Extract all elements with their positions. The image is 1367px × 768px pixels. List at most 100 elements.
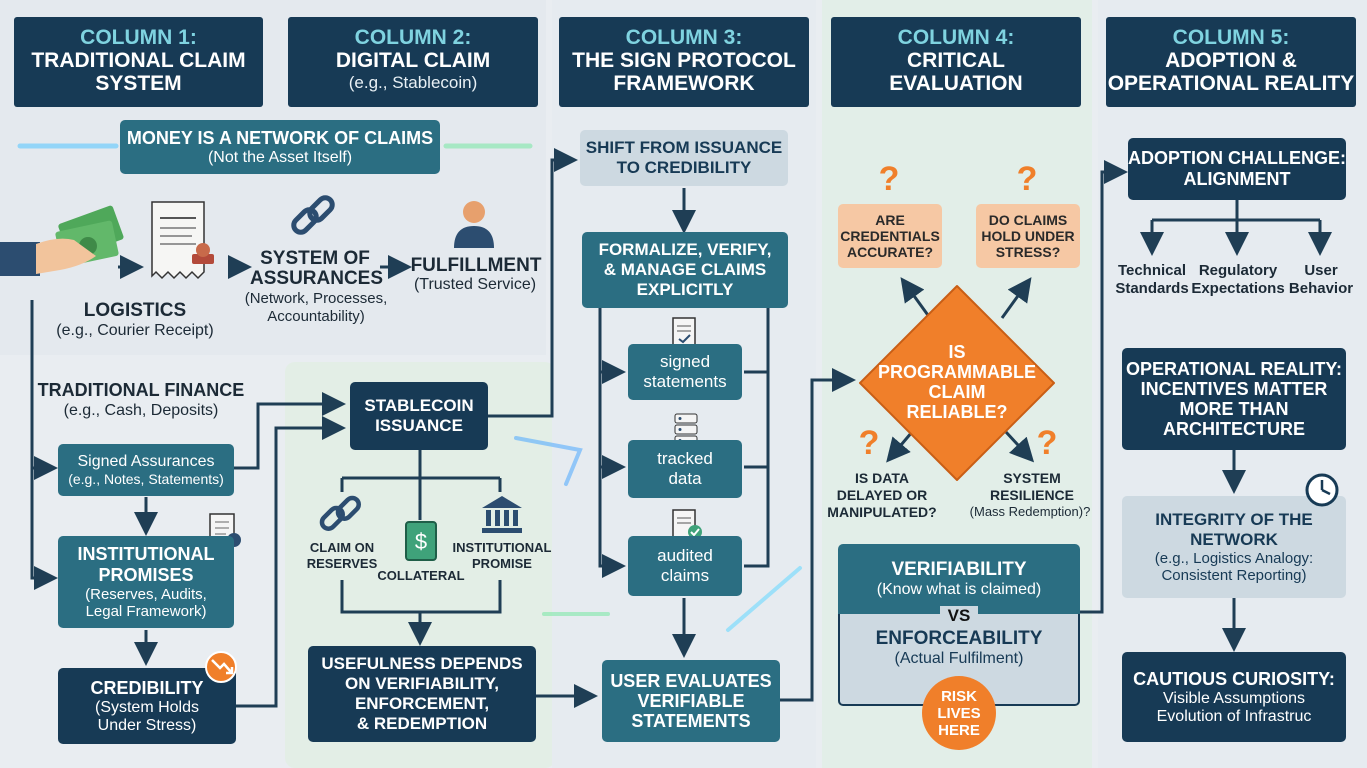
verifiability-subtitle: (Know what is claimed) [876, 581, 1042, 598]
column-4-title-line2: EVALUATION [889, 72, 1023, 95]
cautious-line1: CAUTIOUS CURIOSITY: [1133, 668, 1335, 689]
institutional-promises-title-line1: INSTITUTIONAL [77, 544, 215, 564]
institutional-promises-title-line2: PROMISES [98, 565, 194, 585]
q-resilience-line1: SYSTEM [1003, 470, 1061, 486]
assurance-title-line1: SYSTEM OF [260, 248, 370, 269]
q-credentials-line1: ARE [875, 212, 905, 228]
column-1-header: COLUMN 1: TRADITIONAL CLAIM SYSTEM [14, 17, 263, 107]
fulfillment-subtitle: (Trusted Service) [413, 276, 537, 293]
network-of-claims-banner: MONEY IS A NETWORK OF CLAIMS (Not the As… [120, 120, 440, 174]
enforceability-subtitle: (Actual Fulfilment) [894, 650, 1024, 667]
traditional-finance-subtitle: (e.g., Cash, Deposits) [63, 402, 219, 419]
technical-line1: Technical [1117, 262, 1187, 279]
credibility-subtitle-line1: (System Holds [94, 698, 200, 716]
risk-line2: LIVES [937, 704, 981, 722]
integrity-line2: NETWORK [1190, 530, 1278, 549]
column-2-header: COLUMN 2: DIGITAL CLAIM (e.g., Stablecoi… [288, 17, 538, 107]
q-resilience-line3: (Mass Redemption)? [969, 504, 1091, 519]
integrity-box: INTEGRITY OF THE NETWORK (e.g., Logistic… [1122, 496, 1346, 598]
column-3-number: COLUMN 3: [625, 26, 743, 49]
column-5-header: COLUMN 5: ADOPTION & OPERATIONAL REALITY [1106, 17, 1356, 107]
column-2-subtitle: (e.g., Stablecoin) [348, 73, 478, 92]
risk-line3: HERE [938, 721, 980, 739]
integrity-line1: INTEGRITY OF THE [1155, 510, 1313, 529]
integrity-line4: Consistent Reporting) [1161, 567, 1307, 584]
adoption-line2: ALIGNMENT [1183, 169, 1291, 189]
signed-statements-line1: signed [659, 352, 711, 371]
institutional-promises-box: INSTITUTIONAL PROMISES (Reserves, Audits… [58, 536, 234, 628]
tracked-data-line2: data [668, 469, 702, 488]
column-2-number: COLUMN 2: [354, 26, 472, 49]
stablecoin-issuance-box: STABLECOIN ISSUANCE [350, 382, 488, 450]
column-5-title-line2: OPERATIONAL REALITY [1107, 72, 1355, 95]
shift-box: SHIFT FROM ISSUANCE TO CREDIBILITY [580, 130, 788, 186]
regulatory-line1: Regulatory [1198, 262, 1278, 279]
user-evaluates-line3: STATEMENTS [631, 711, 751, 731]
diamond-line4: RELIABLE? [906, 402, 1008, 422]
column-4-number: COLUMN 4: [897, 26, 1015, 49]
signed-assurances-title: Signed Assurances [77, 453, 215, 470]
user-evaluates-line2: VERIFIABLE [637, 691, 745, 711]
verifiability-title: VERIFIABILITY [891, 559, 1027, 580]
column-4-header: COLUMN 4: CRITICAL EVALUATION [831, 17, 1081, 107]
question-mark-3: ? [858, 424, 880, 462]
tracked-data-line1: tracked [657, 449, 713, 468]
verifiability-box: VERIFIABILITY (Know what is claimed) [838, 544, 1080, 614]
signed-statements-box[interactable]: signed statements [628, 344, 742, 400]
column-3-title-line2: FRAMEWORK [613, 72, 755, 95]
adoption-challenge-box: ADOPTION CHALLENGE: ALIGNMENT [1128, 138, 1346, 200]
clock-icon [1305, 473, 1339, 507]
hand-cash-icon [0, 205, 124, 276]
technical-line2: Standards [1115, 280, 1189, 297]
formalize-line3: EXPLICITLY [636, 280, 734, 299]
q-data-line1: IS DATA [855, 470, 909, 486]
logistics-subtitle: (e.g., Courier Receipt) [56, 322, 214, 339]
credibility-title: CREDIBILITY [90, 677, 204, 698]
dollar-bill-icon: $ [405, 521, 437, 561]
cautious-line2: Visible Assumptions [1163, 689, 1305, 707]
banner-title: MONEY IS A NETWORK OF CLAIMS [126, 127, 434, 148]
user-behavior-line2: Behavior [1288, 280, 1354, 297]
op-line4: ARCHITECTURE [1163, 419, 1305, 439]
audited-claims-line1: audited [657, 546, 713, 565]
tracked-data-box[interactable]: tracked data [628, 440, 742, 498]
q-stress-line2: HOLD UNDER [981, 228, 1075, 244]
risk-lives-here-badge: RISK LIVES HERE [922, 676, 996, 750]
institutional-promise-line1: INSTITUTIONAL [452, 540, 552, 555]
signed-assurances-subtitle: (e.g., Notes, Statements) [68, 471, 224, 487]
claim-on-reserves-line1: CLAIM ON [309, 540, 375, 555]
signed-assurances-box: Signed Assurances (e.g., Notes, Statemen… [58, 444, 234, 496]
receipt-stamp-icon [151, 201, 214, 280]
traditional-finance-title: TRADITIONAL FINANCE [37, 380, 245, 400]
usefulness-line1: USEFULNESS DEPENDS [321, 654, 523, 673]
usefulness-line4: & REDEMPTION [356, 714, 488, 733]
formalize-box: FORMALIZE, VERIFY, & MANAGE CLAIMS EXPLI… [582, 232, 788, 308]
audited-claims-line2: claims [660, 566, 710, 585]
column-1-title-line2: SYSTEM [95, 72, 182, 95]
vs-label: VS [940, 606, 978, 626]
op-line3: MORE THAN [1179, 399, 1289, 419]
enforceability-title: ENFORCEABILITY [875, 628, 1043, 649]
adoption-line1: ADOPTION CHALLENGE: [1128, 148, 1346, 168]
institutional-promises-subtitle-line2: Legal Framework) [85, 603, 207, 620]
formalize-line1: FORMALIZE, VERIFY, [598, 240, 772, 259]
audit-check-icon [672, 509, 702, 539]
diamond-line3: CLAIM [928, 382, 986, 402]
question-mark-2: ? [1016, 160, 1038, 198]
column-1-title-line1: TRADITIONAL CLAIM [31, 49, 246, 72]
credibility-box: CREDIBILITY (System Holds Under Stress) [58, 668, 236, 744]
q-credentials-line3: ACCURATE? [846, 244, 934, 260]
audited-claims-box[interactable]: audited claims [628, 536, 742, 596]
shift-line2: TO CREDIBILITY [616, 158, 752, 177]
institutional-promises-subtitle-line1: (Reserves, Audits, [85, 586, 207, 603]
usefulness-line3: ENFORCEMENT, [354, 694, 490, 713]
diamond-line2: PROGRAMMABLE [878, 362, 1036, 382]
chain-link-icon [291, 195, 335, 235]
assurance-title-line2: ASSURANCES [250, 268, 384, 289]
op-line2: INCENTIVES MATTER [1140, 379, 1328, 399]
usefulness-box: USEFULNESS DEPENDS ON VERIFIABILITY, ENF… [308, 646, 536, 742]
question-stress-box: DO CLAIMS HOLD UNDER STRESS? [976, 204, 1080, 268]
shift-line1: SHIFT FROM ISSUANCE [585, 138, 783, 157]
q-credentials-line2: CREDENTIALS [840, 228, 940, 244]
